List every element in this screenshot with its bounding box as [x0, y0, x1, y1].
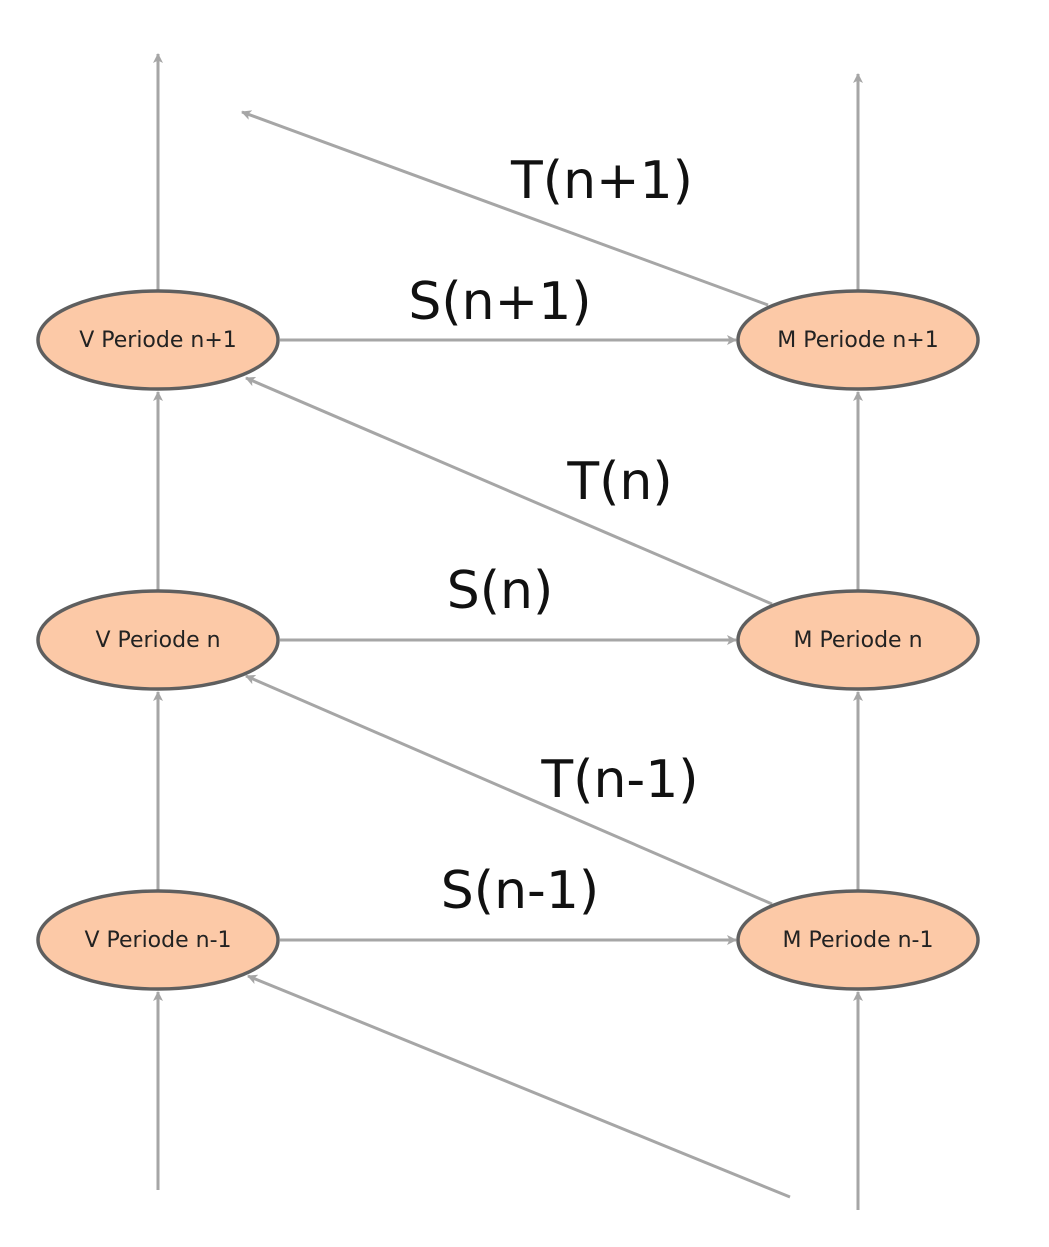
edge-t-nm1 [245, 674, 773, 906]
node-v-periode-n1[interactable]: V Periode n+1 [36, 289, 280, 391]
node-label: M Periode n+1 [777, 328, 938, 353]
node-label: V Periode n [95, 628, 220, 653]
edge-t-n [245, 376, 773, 606]
node-label: M Periode n-1 [783, 928, 934, 953]
node-m-periode-nm1[interactable]: M Periode n-1 [736, 889, 980, 991]
label-t-nm1: T(n-1) [540, 750, 698, 810]
label-t-n: T(n) [566, 452, 672, 512]
node-v-periode-nm1[interactable]: V Periode n-1 [36, 889, 280, 991]
label-s-n: S(n) [447, 561, 554, 621]
node-label: M Periode n [793, 628, 922, 653]
node-v-periode-n[interactable]: V Periode n [36, 589, 280, 691]
label-s-nm1: S(n-1) [441, 861, 599, 921]
edge-t-n1 [241, 110, 769, 307]
node-label: V Periode n+1 [79, 328, 237, 353]
node-m-periode-n1[interactable]: M Periode n+1 [736, 289, 980, 391]
label-t-n1: T(n+1) [510, 151, 693, 211]
label-s-n1: S(n+1) [408, 272, 591, 332]
node-m-periode-n[interactable]: M Periode n [736, 589, 980, 691]
node-label: V Periode n-1 [84, 928, 231, 953]
edge-t-in-bottom [247, 974, 791, 1199]
